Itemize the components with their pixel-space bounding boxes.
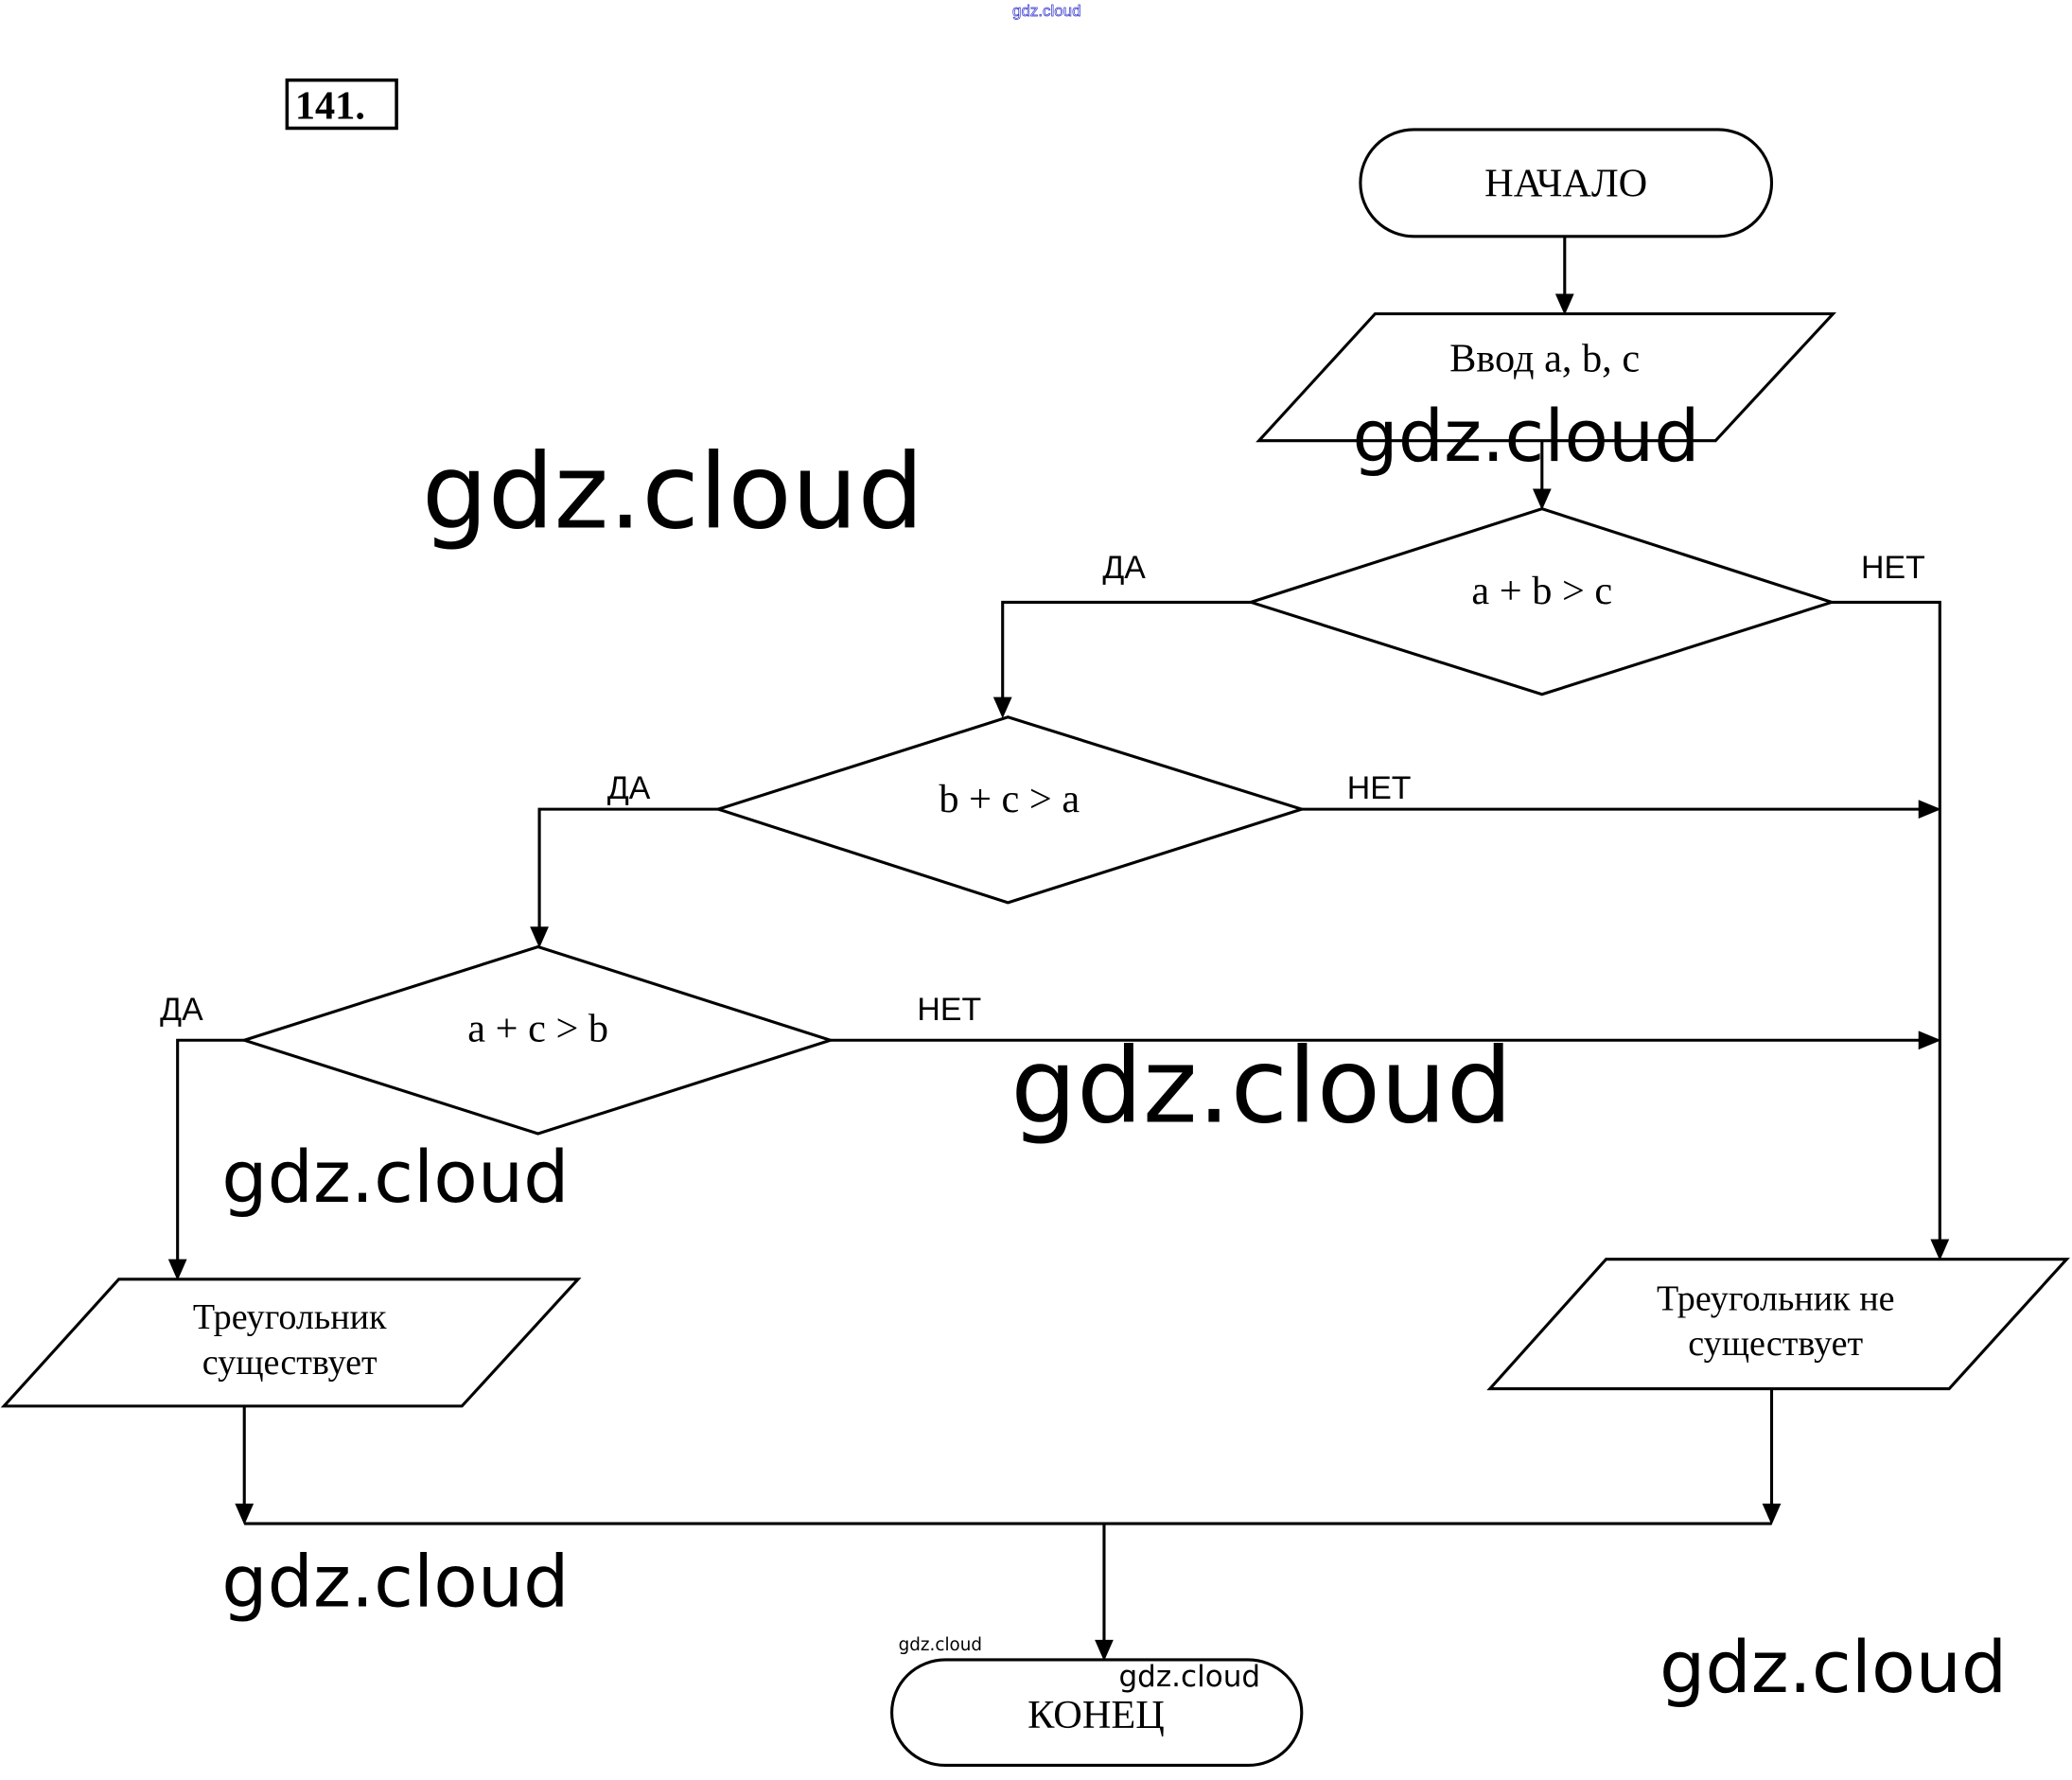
watermark: gdz.cloud — [1010, 1025, 1512, 1146]
watermark: gdz.cloud — [899, 1635, 982, 1655]
input-label: Ввод a, b, c — [1449, 336, 1640, 380]
output-not-exists-line-1: Треугольник не — [1657, 1278, 1894, 1318]
watermark: gdz.cloud — [1352, 394, 1699, 478]
output-exists-parallelogram — [0, 1278, 582, 1408]
output-not-exists-line-2: существует — [1688, 1324, 1863, 1364]
task-number-box — [285, 78, 398, 131]
output-exists-line-1: Треугольник — [193, 1297, 387, 1337]
arrowhead — [1095, 1639, 1114, 1662]
edge-d2-yes — [530, 807, 719, 948]
arrowhead — [992, 696, 1012, 719]
arrowhead — [1554, 293, 1574, 316]
edge-d1-yes — [992, 600, 1252, 719]
watermark: gdz.cloud — [221, 1540, 569, 1624]
end-node: КОНЕЦ — [890, 1658, 1304, 1768]
start-node: НАЧАЛО — [1359, 128, 1774, 238]
output-exists-node: Треугольник существует — [0, 1278, 582, 1408]
watermark: gdz.cloud — [1118, 1660, 1260, 1694]
task-number-text: 141. — [295, 84, 365, 129]
decision-2: b + c > a ДА НЕТ — [607, 715, 1412, 905]
decision-2-yes-label: ДА — [607, 770, 651, 806]
arrowhead — [1930, 1239, 1950, 1261]
decision-2-condition: b + c > a — [939, 777, 1080, 821]
start-label: НАЧАЛО — [1484, 161, 1647, 205]
edge-input-d1 — [1532, 440, 1552, 511]
arrowhead — [1918, 800, 1941, 820]
watermark: gdz.cloud — [422, 431, 923, 552]
edge-d1-no — [1832, 600, 1950, 1261]
decision-3-no-label: НЕТ — [917, 992, 981, 1028]
decision-1-condition: a + b > c — [1471, 569, 1612, 613]
arrowhead — [1532, 488, 1552, 511]
edge-output-not-exists-merge — [1762, 1388, 1782, 1525]
edge-d2-no — [1301, 800, 1941, 820]
output-exists-line-2: существует — [202, 1343, 378, 1383]
arrowhead — [167, 1259, 187, 1281]
task-number: 141. — [285, 78, 398, 131]
decision-3-yes-label: ДА — [160, 992, 203, 1028]
watermark-top: gdz.cloud — [1012, 2, 1080, 20]
output-not-exists-node: Треугольник не существует — [1486, 1258, 2070, 1391]
edge-output-exists-merge — [235, 1405, 255, 1525]
decision-2-no-label: НЕТ — [1347, 770, 1412, 806]
end-label: КОНЕЦ — [1027, 1693, 1165, 1737]
arrowhead — [1918, 1031, 1941, 1050]
arrowhead — [1762, 1503, 1782, 1525]
edge-d3-no — [830, 1031, 1941, 1050]
input-node: Ввод a, b, c — [1255, 312, 1836, 443]
arrowhead — [235, 1503, 255, 1525]
watermark: gdz.cloud — [221, 1135, 569, 1219]
arrowhead — [530, 926, 549, 948]
decision-1-yes-label: ДА — [1102, 550, 1146, 586]
edge-d3-yes — [167, 1038, 245, 1281]
end-terminator — [890, 1658, 1304, 1768]
decision-1-no-label: НЕТ — [1861, 550, 1925, 586]
output-not-exists-parallelogram — [1486, 1258, 2070, 1391]
watermark: gdz.cloud — [1659, 1625, 2007, 1709]
edge-merge-end — [1095, 1524, 1114, 1662]
decision-3-condition: a + c > b — [467, 1007, 608, 1051]
edge-start-input — [1554, 236, 1574, 316]
input-parallelogram — [1255, 312, 1836, 443]
